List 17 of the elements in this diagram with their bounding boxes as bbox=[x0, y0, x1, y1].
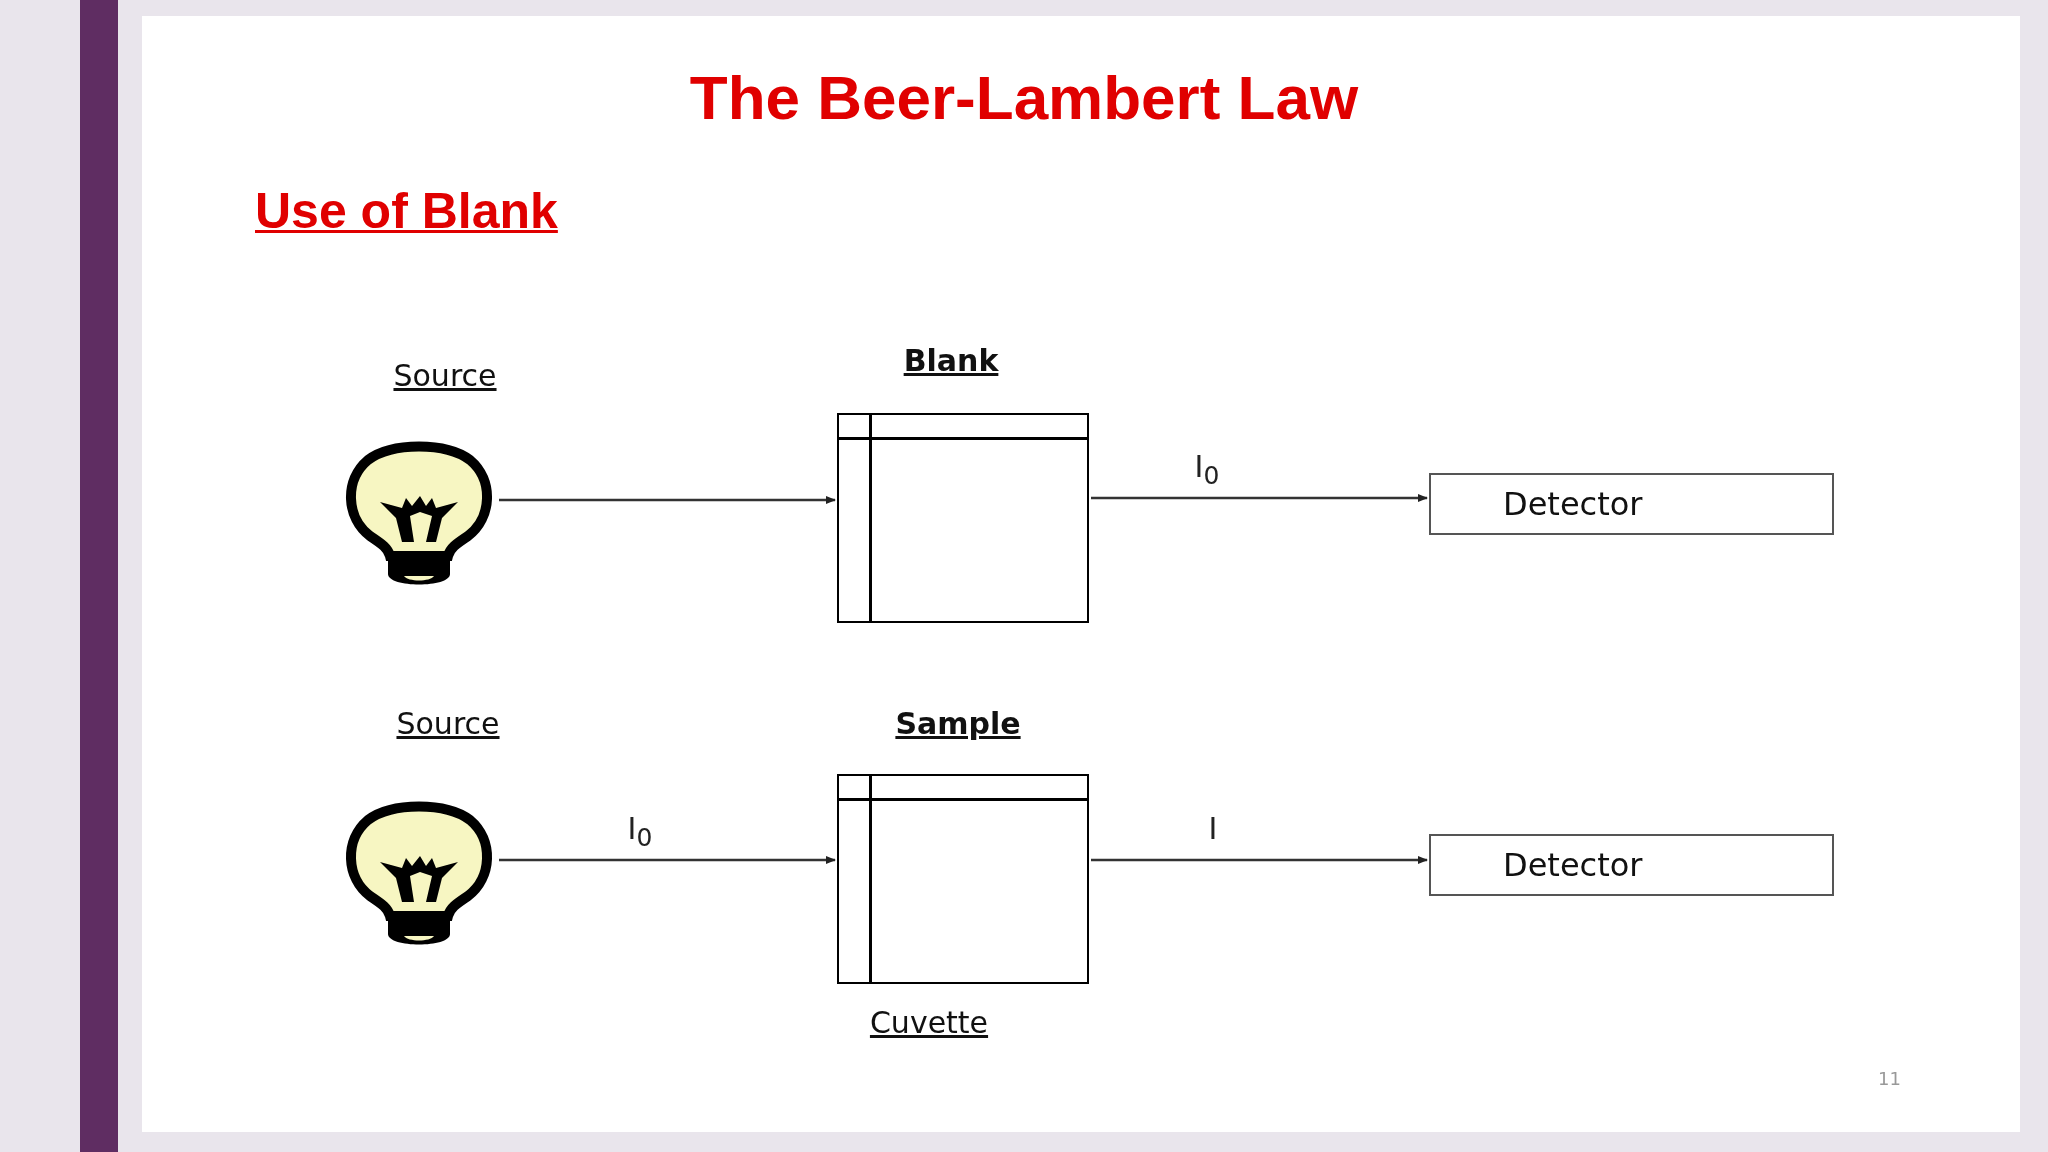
edge-label: I$_{0}$ bbox=[627, 814, 653, 850]
arrow bbox=[499, 496, 836, 504]
detector-box: Detector bbox=[1429, 473, 1834, 535]
section-heading: Use of Blank bbox=[255, 182, 558, 240]
heading: Blank bbox=[903, 343, 999, 378]
arrow bbox=[1091, 494, 1428, 502]
arrow bbox=[499, 856, 836, 864]
arrow bbox=[1091, 856, 1428, 864]
heading: Sample bbox=[895, 706, 1021, 741]
slide-title: The Beer-Lambert Law bbox=[688, 62, 1360, 133]
page-number: 11 bbox=[1878, 1068, 1901, 1089]
detector-box: Detector bbox=[1429, 834, 1834, 896]
heading: Source bbox=[393, 358, 497, 393]
edge-label: I$_{0}$ bbox=[1194, 452, 1220, 488]
node-label: Cuvette bbox=[869, 1005, 989, 1040]
edge-label: I bbox=[1208, 814, 1218, 844]
heading: Source bbox=[396, 706, 500, 741]
